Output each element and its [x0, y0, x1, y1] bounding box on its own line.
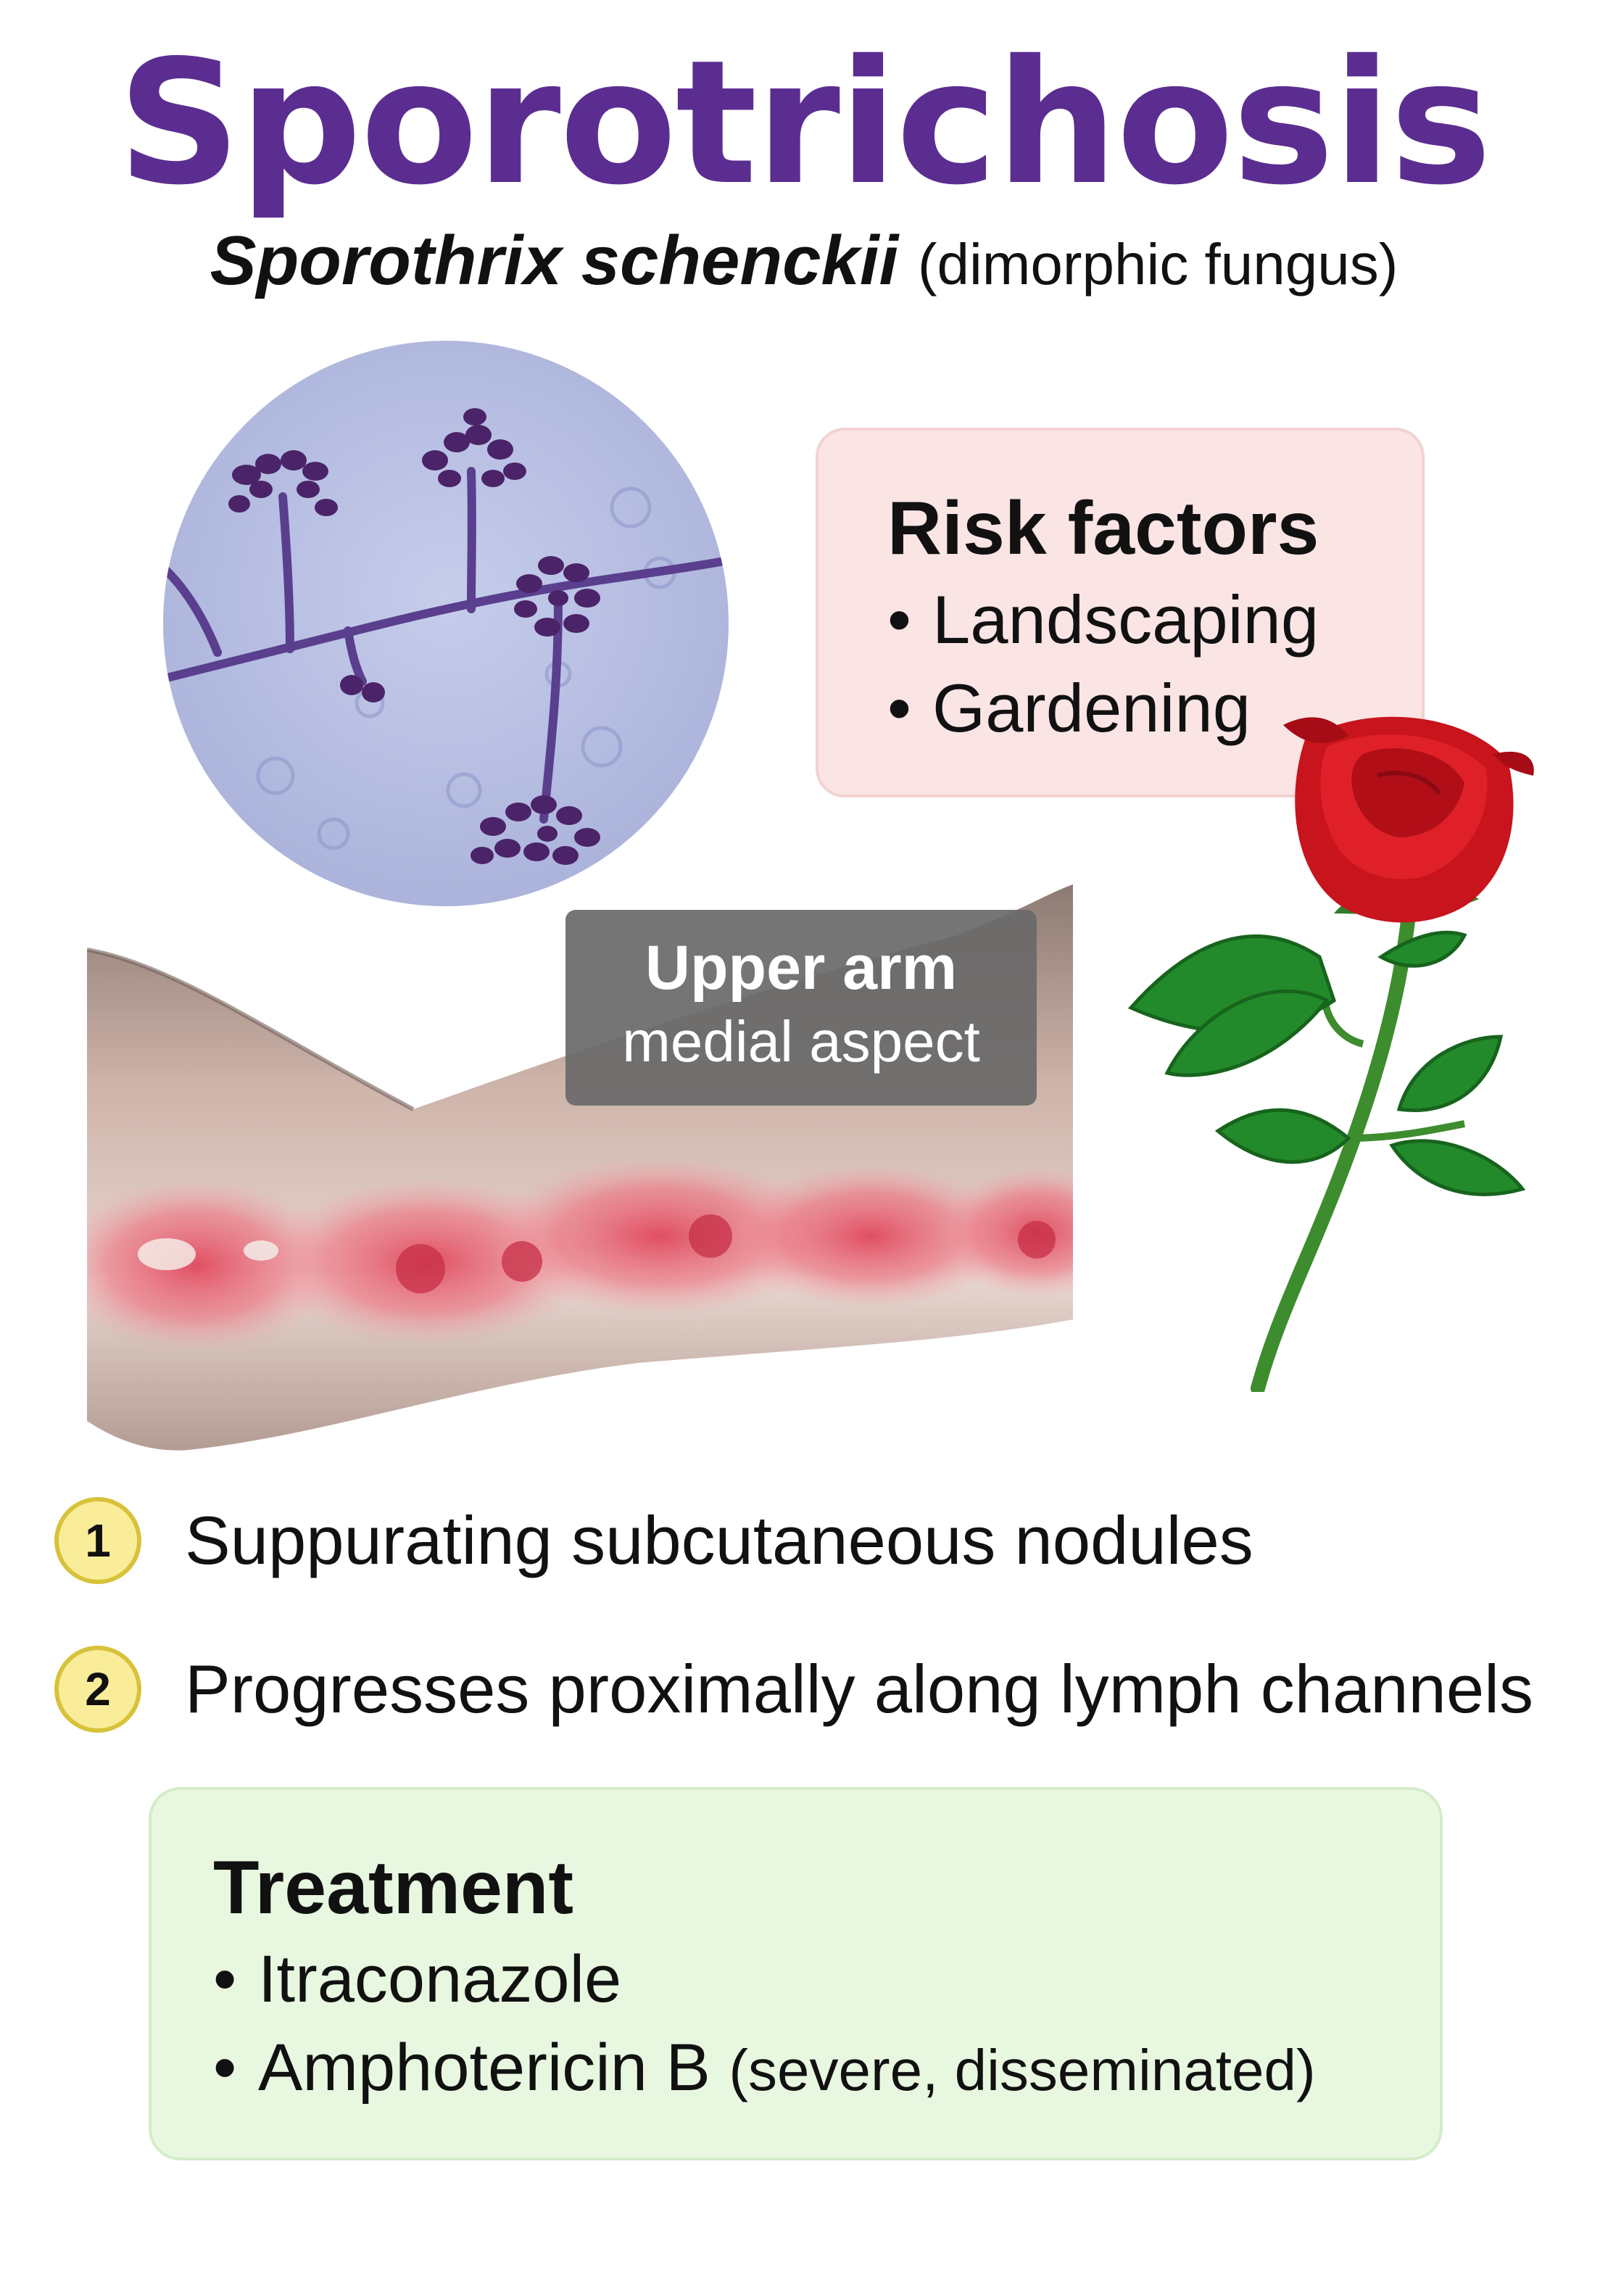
risk-factors-heading: Risk factors [887, 486, 1319, 571]
arm-label-line1: Upper arm [645, 933, 958, 1003]
treatment-heading: Treatment [213, 1846, 574, 1930]
rose-image [1127, 716, 1534, 1392]
bullet-icon: • [887, 581, 911, 658]
organism-note: (dimorphic fungus) [917, 232, 1398, 297]
feature-text: Suppurating subcutaneous nodules [185, 1502, 1253, 1578]
number-badge: 2 [54, 1646, 141, 1733]
feature-2: 2 Progresses proximally along lymph chan… [51, 1638, 1588, 1747]
page-title: Sporotrichosis [117, 23, 1492, 223]
arm-location-label: Upper arm medial aspect [565, 910, 1037, 1106]
feature-1: 1 Suppurating subcutaneous nodules [51, 1490, 1588, 1599]
risk-factor-item: •Landscaping [887, 576, 1422, 664]
number-badge: 1 [54, 1497, 141, 1584]
treatment-note: (severe, disseminated) [729, 2038, 1316, 2102]
treatment-item: •Amphotericin B (severe, disseminated) [213, 2023, 1440, 2115]
organism-name: Sporothrix schenckii [210, 222, 899, 299]
bullet-icon: • [213, 2031, 237, 2105]
microscopy-image [159, 341, 733, 906]
risk-factor-item: •Gardening [887, 664, 1422, 753]
treatment-item: •Itraconazole [213, 1935, 1440, 2023]
bullet-icon: • [887, 670, 911, 746]
subtitle: Sporothrix schenckii (dimorphic fungus) [0, 217, 1608, 308]
arm-label-line2: medial aspect [622, 1009, 980, 1074]
treatment-box: Treatment •Itraconazole •Amphotericin B … [149, 1787, 1443, 2160]
bullet-icon: • [213, 1942, 237, 2016]
feature-text: Progresses proximally along lymph channe… [185, 1651, 1533, 1727]
